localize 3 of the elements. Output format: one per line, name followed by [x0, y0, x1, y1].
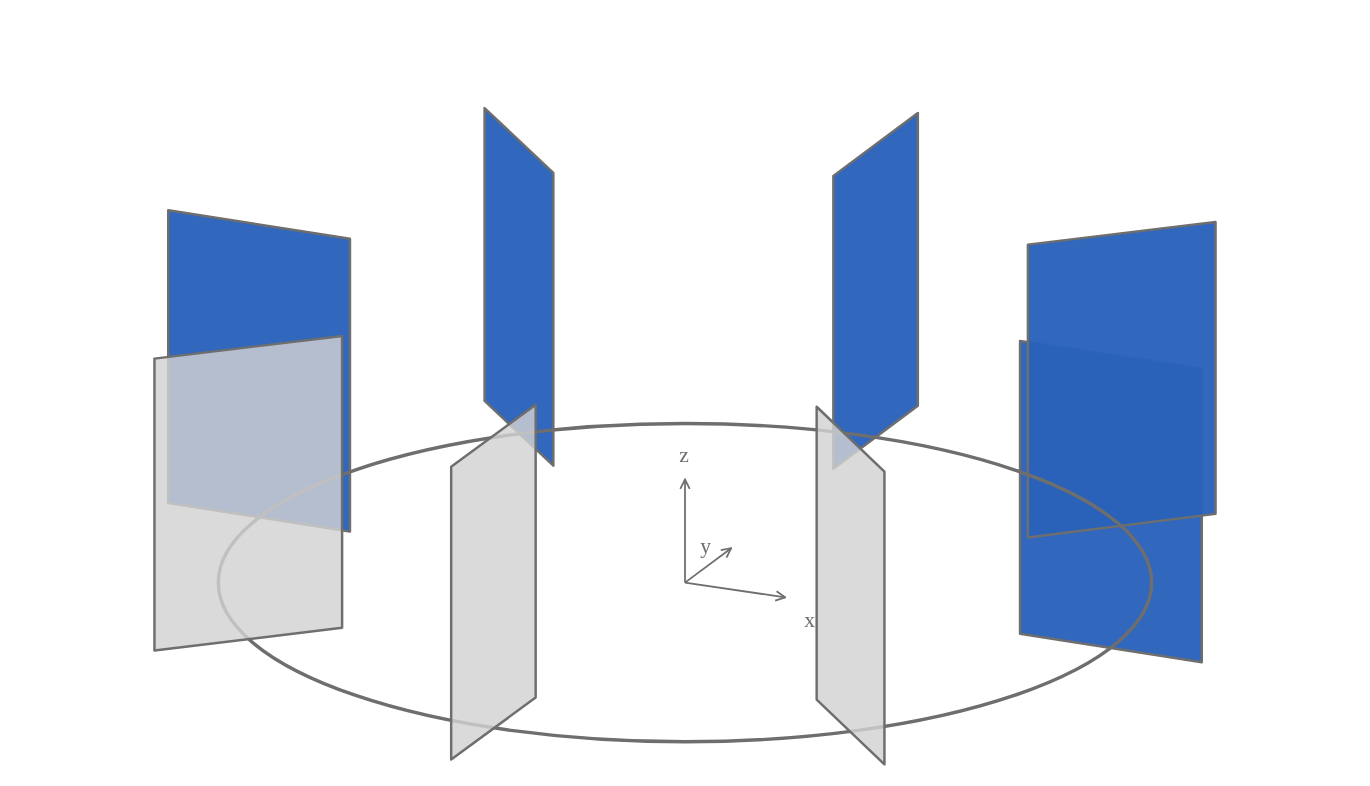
- axis-label: y: [700, 534, 712, 559]
- axis-label: z: [679, 442, 689, 467]
- axis-label: x: [804, 607, 816, 632]
